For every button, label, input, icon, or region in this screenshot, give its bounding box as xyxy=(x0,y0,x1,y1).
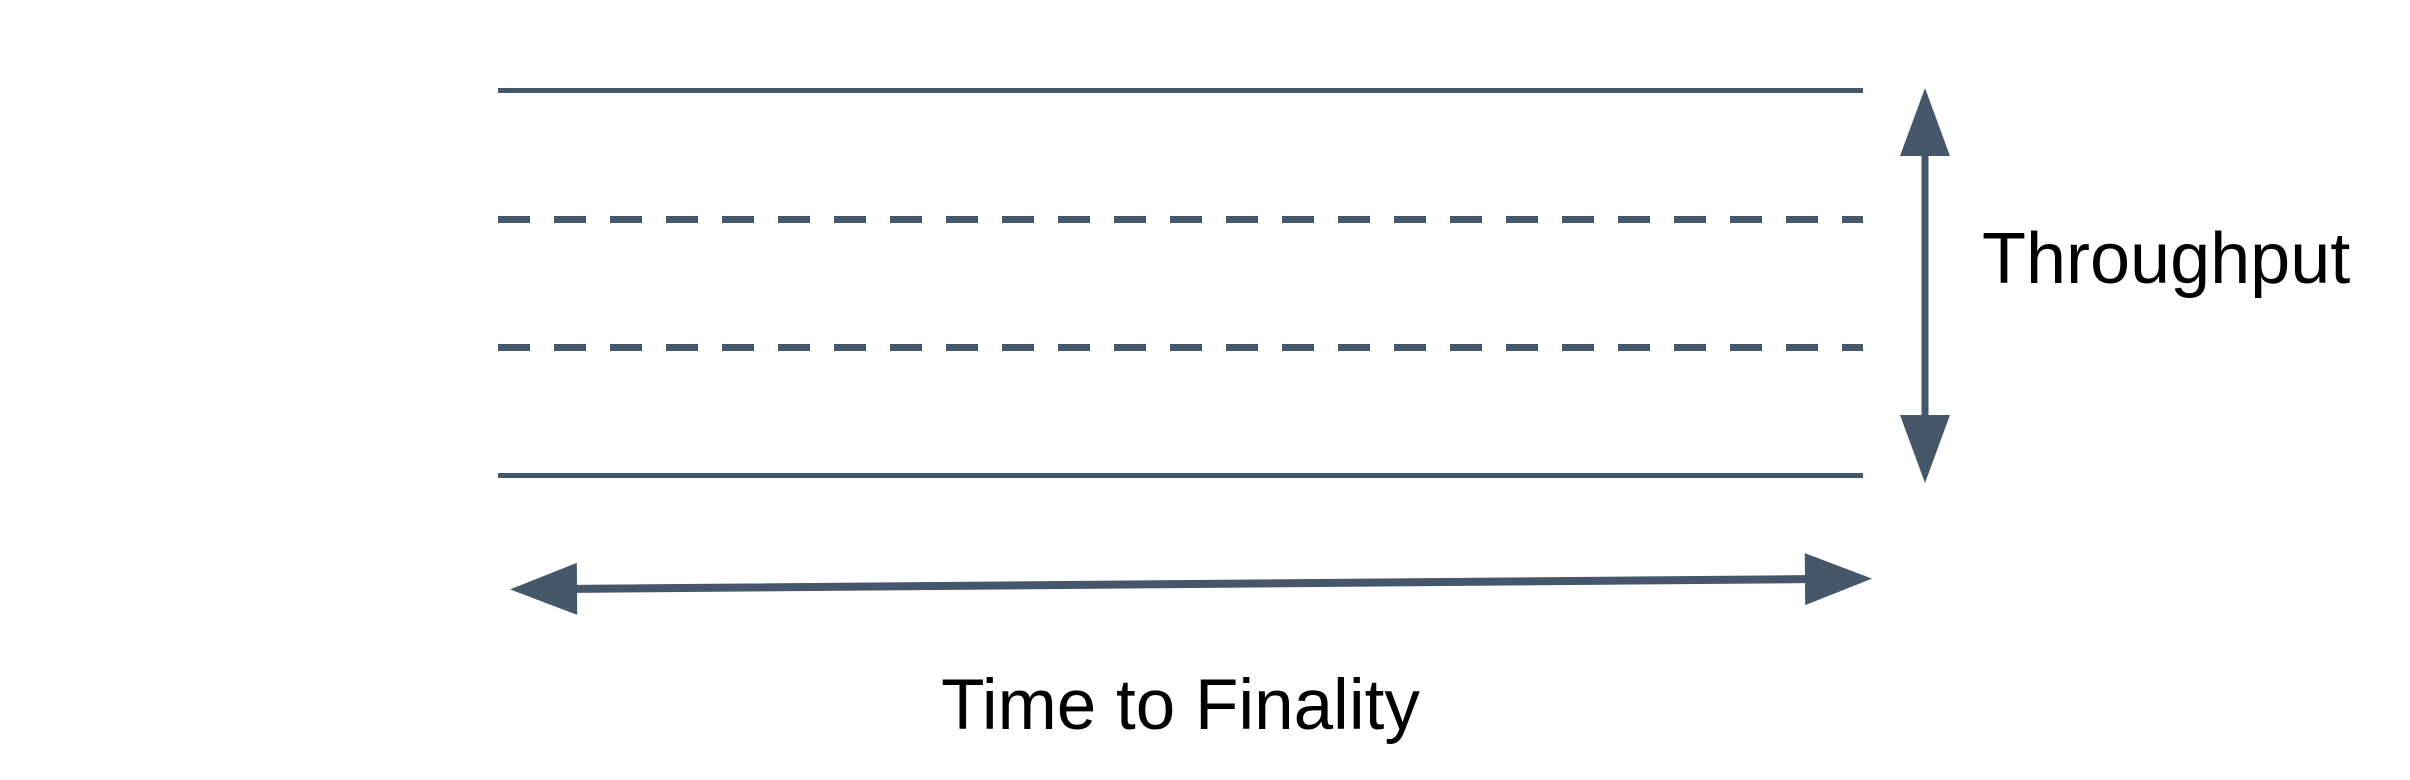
band-dashed-line-2 xyxy=(498,344,1863,351)
band-dashed-line-1 xyxy=(498,216,1863,223)
time-to-finality-double-arrow-icon xyxy=(510,553,1872,615)
throughput-label: Throughput xyxy=(1982,219,2351,299)
time-to-finality-label: Time to Finality xyxy=(941,665,1420,745)
throughput-double-arrow-icon xyxy=(1900,88,1950,483)
band-top-solid-line xyxy=(498,88,1863,93)
band-bottom-solid-line xyxy=(498,473,1863,478)
